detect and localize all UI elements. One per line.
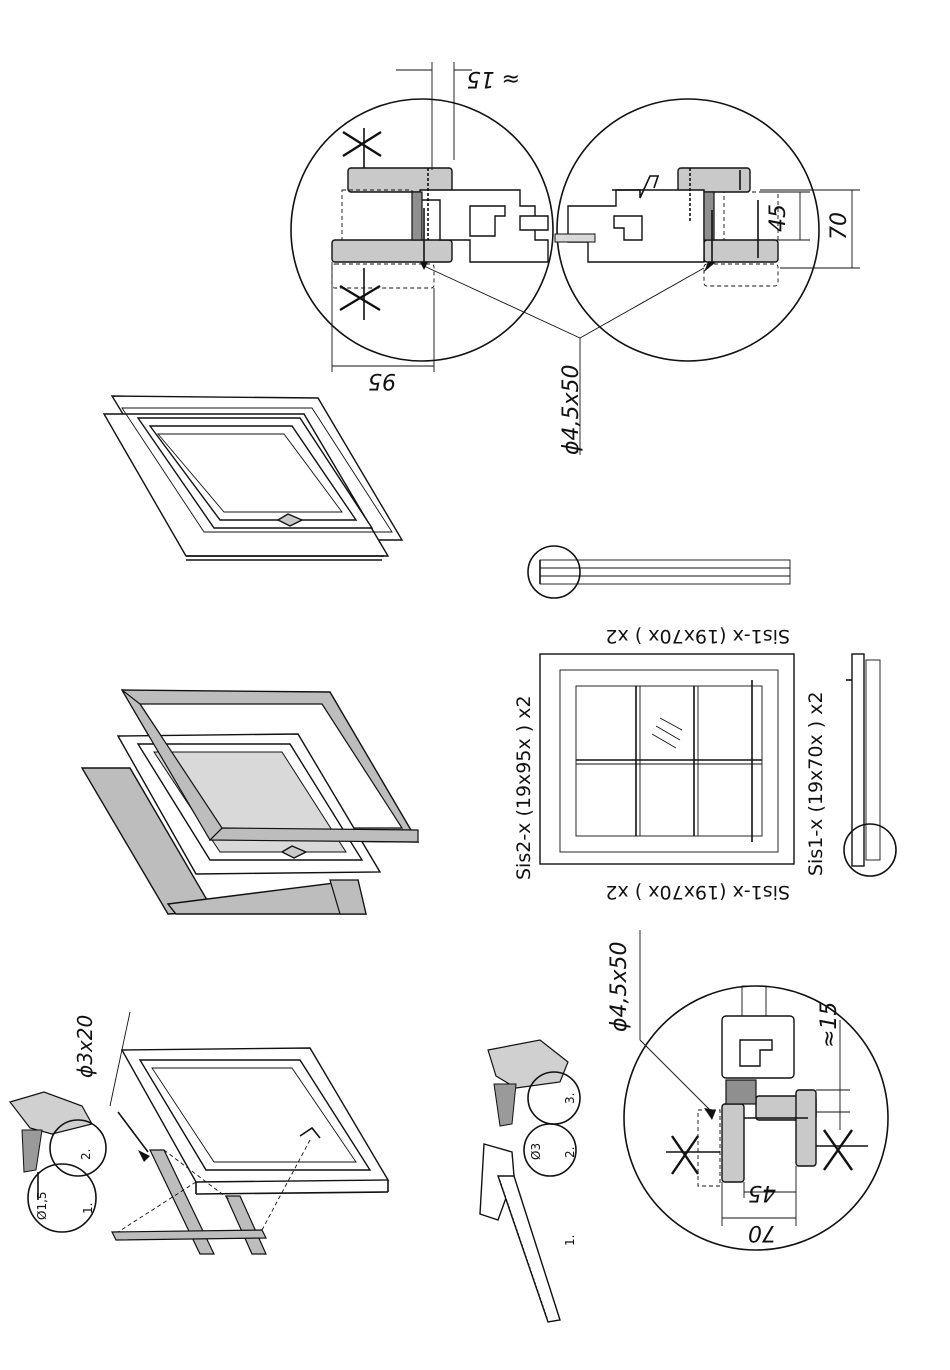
- drill-step-label-1: 1.: [81, 1203, 95, 1214]
- screw-icon: [118, 1112, 148, 1152]
- trim-label-sis1-right: Sis1-x (19x70x ) x2: [805, 691, 827, 876]
- saw-step-label-1: 1.: [563, 1235, 577, 1246]
- drill-step-label-2: 2.: [79, 1149, 93, 1160]
- trim-profile-right: [555, 168, 860, 286]
- saw-drill-group: 1. Ø3 2. 3.: [480, 1040, 580, 1322]
- cross-mark-icon: [824, 1130, 852, 1170]
- screw-spec-small: ϕ3x20: [73, 1015, 97, 1078]
- saw-step-label-2: 2.: [563, 1147, 577, 1158]
- trim-label-sis2-left: Sis2-x (19x95x ) x2: [513, 695, 535, 880]
- dim-width-95: 95: [368, 368, 396, 393]
- window-iso-exploded: [82, 690, 418, 914]
- section-detail-top: ≈ 15 95 45 70 ϕ4,5x50: [291, 62, 860, 455]
- drill-icon: [488, 1040, 568, 1126]
- drill-icon: [10, 1092, 92, 1200]
- drill-bit-size-2: Ø3: [529, 1143, 543, 1160]
- dim-width-45-bottom: 45: [748, 1180, 776, 1205]
- cross-mark-icon: [343, 132, 381, 156]
- saw-step-label-3: 3.: [563, 1093, 577, 1104]
- trim-profile-left: [332, 62, 548, 372]
- cross-mark-icon: [672, 1136, 698, 1174]
- drill-bit-size-1: Ø1,5: [35, 1191, 49, 1220]
- saw-icon: [480, 1144, 560, 1322]
- dim-width-70-bottom: 70: [748, 1220, 776, 1245]
- front-view-trim: Sis1-x (19x70x ) x2 Sis1-x (19x70x ) x2 …: [513, 546, 896, 903]
- cross-mark-icon: [340, 286, 380, 310]
- trim-label-sis1-bottom: Sis1-x (19x70x ) x2: [605, 881, 790, 903]
- drill-step-group-1: Ø1,5 1. 2.: [10, 1092, 106, 1232]
- dim-width-70: 70: [827, 212, 852, 240]
- screw-arrow-icon: [704, 262, 716, 272]
- screw-spec-main: ϕ4,5x50: [559, 364, 584, 455]
- section-detail-bottom: ≈15 45 70 ϕ4,5x50: [607, 930, 888, 1250]
- dim-width-45: 45: [766, 204, 791, 232]
- window-iso-assembled: [104, 396, 402, 560]
- dim-gap-15-bottom: ≈15: [817, 1002, 842, 1048]
- dim-gap-15: ≈ 15: [467, 66, 520, 91]
- screw-spec-main-bottom: ϕ4,5x50: [607, 941, 632, 1032]
- window-iso-screw-install: ϕ3x20: [73, 1012, 388, 1254]
- trim-label-sis1-top: Sis1-x (19x70x ) x2: [605, 625, 790, 647]
